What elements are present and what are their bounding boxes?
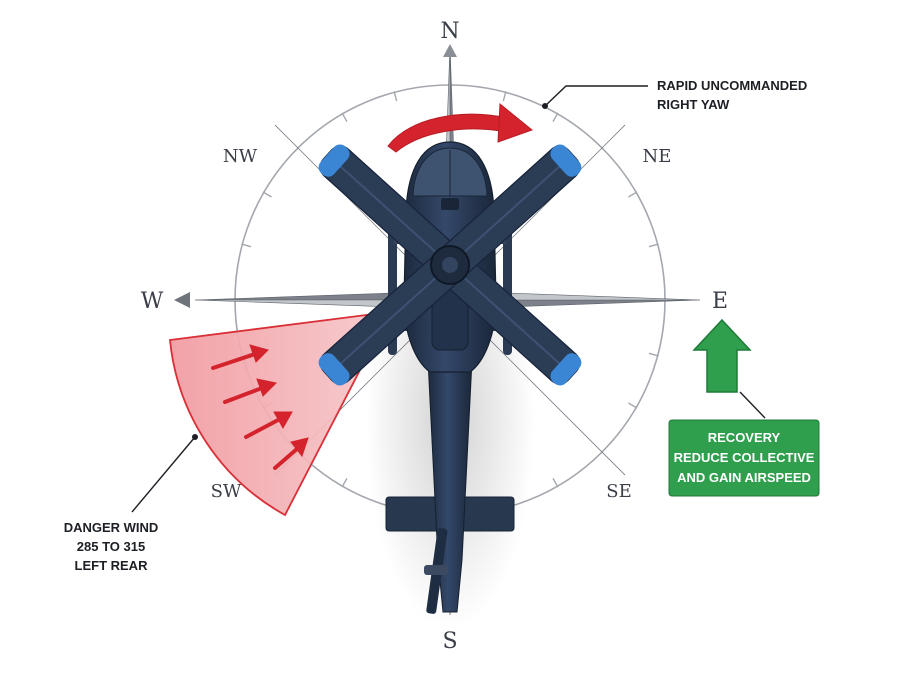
yaw-callout: RAPID UNCOMMANDED RIGHT YAW xyxy=(542,78,807,112)
recovery-line1: RECOVERY xyxy=(708,430,781,445)
recovery-line3: AND GAIN AIRSPEED xyxy=(677,470,811,485)
compass-tick xyxy=(628,403,637,408)
compass-tick xyxy=(342,113,347,122)
compass-label-e: E xyxy=(712,289,728,314)
compass-label-n: N xyxy=(440,19,459,44)
compass-label-ne: NE xyxy=(643,146,672,167)
compass-tick xyxy=(263,192,272,197)
danger-callout-line1: DANGER WIND xyxy=(64,520,159,535)
yaw-callout-line2: RIGHT YAW xyxy=(657,97,730,112)
danger-callout: DANGER WIND 285 TO 315 LEFT REAR xyxy=(64,434,198,573)
arrow-up-icon xyxy=(694,320,750,392)
compass-label-w: W xyxy=(141,289,164,314)
yaw-callout-line1: RAPID UNCOMMANDED xyxy=(657,78,807,93)
compass-label-s: S xyxy=(442,629,457,654)
compass-tick xyxy=(553,478,558,487)
danger-callout-line3: LEFT REAR xyxy=(75,558,149,573)
north-pointer-icon xyxy=(443,44,457,57)
recovery-box: RECOVERY REDUCE COLLECTIVE AND GAIN AIRS… xyxy=(669,420,819,496)
compass-tick xyxy=(342,478,347,487)
compass-label-sw: SW xyxy=(211,481,242,502)
west-pointer-icon xyxy=(174,292,190,308)
compass-label-nw: NW xyxy=(223,146,258,167)
danger-callout-line2: 285 TO 315 xyxy=(77,539,145,554)
recovery-line2: REDUCE COLLECTIVE xyxy=(674,450,815,465)
compass-label-se: SE xyxy=(606,481,631,502)
compass-tick xyxy=(553,113,558,122)
compass-tick xyxy=(628,192,637,197)
